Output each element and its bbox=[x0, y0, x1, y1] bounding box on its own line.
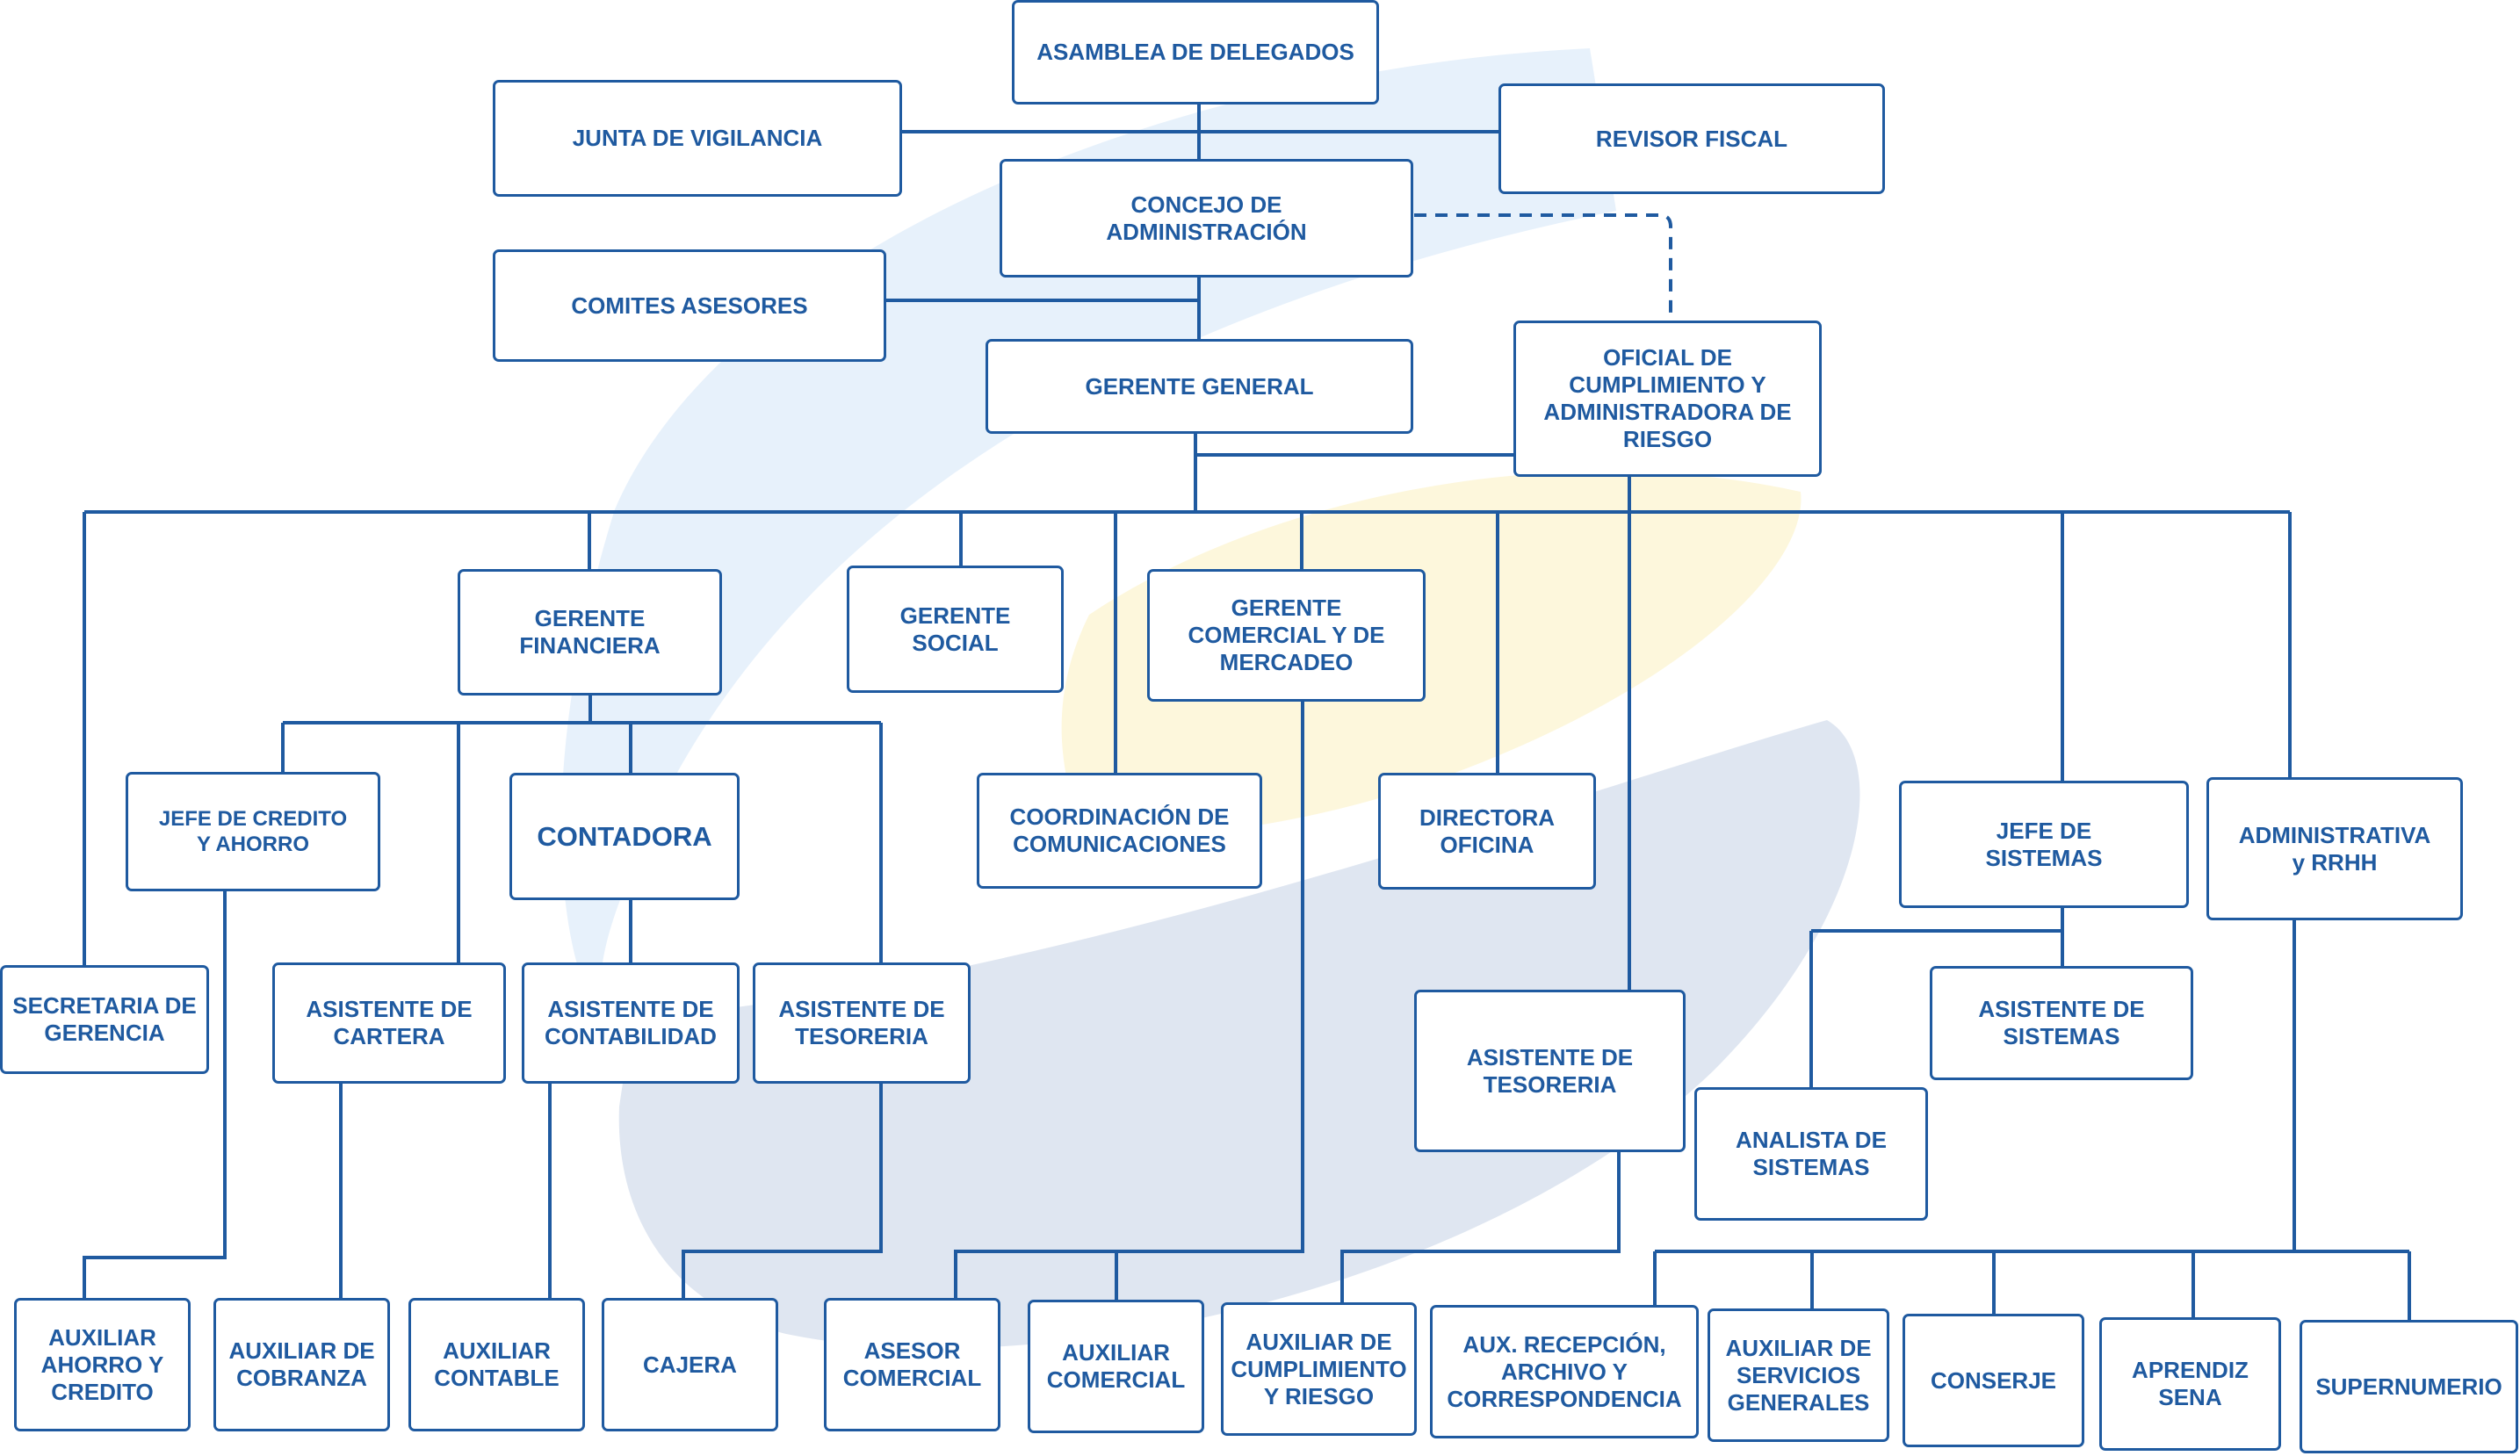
node-coordinacion-de-comunicaciones: COORDINACIÓN DE COMUNICACIONES bbox=[977, 773, 1262, 889]
node-asistente-de-cartera: ASISTENTE DE CARTERA bbox=[272, 962, 506, 1084]
node-auxiliar-de-servicios-generales: AUXILIAR DE SERVICIOS GENERALES bbox=[1708, 1308, 1889, 1442]
node-administrativa-y-rrhh: ADMINISTRATIVA y RRHH bbox=[2206, 777, 2463, 920]
node-jefe-de-credito: JEFE DE CREDITO Y AHORRO bbox=[126, 772, 380, 891]
node-auxiliar-de-cumplimiento: AUXILIAR DE CUMPLIMIENTO Y RIESGO bbox=[1221, 1302, 1417, 1436]
node-junta-de-vigilancia: JUNTA DE VIGILANCIA bbox=[493, 80, 902, 197]
node-revisor-fiscal: REVISOR FISCAL bbox=[1498, 83, 1885, 194]
node-aux-recepcion: AUX. RECEPCIÓN, ARCHIVO Y CORRESPONDENCI… bbox=[1430, 1305, 1699, 1438]
node-secretaria-de-gerencia: SECRETARIA DE GERENCIA bbox=[0, 965, 209, 1074]
node-analista-de-sistemas: ANALISTA DE SISTEMAS bbox=[1694, 1087, 1928, 1221]
node-gerente-comercial: GERENTE COMERCIAL Y DE MERCADEO bbox=[1147, 569, 1426, 702]
node-auxiliar-ahorro-y-credito: AUXILIAR AHORRO Y CREDITO bbox=[14, 1298, 191, 1431]
node-contadora: CONTADORA bbox=[509, 773, 740, 900]
node-supernumerio: SUPERNUMERIO bbox=[2300, 1320, 2518, 1453]
node-asamblea-de-delegados: ASAMBLEA DE DELEGADOS bbox=[1012, 0, 1379, 105]
node-gerente-general: GERENTE GENERAL bbox=[986, 339, 1413, 434]
node-cajera: CAJERA bbox=[602, 1298, 778, 1431]
node-auxiliar-comercial: AUXILIAR COMERCIAL bbox=[1028, 1300, 1204, 1433]
node-gerente-social: GERENTE SOCIAL bbox=[847, 566, 1064, 693]
node-gerente-financiera: GERENTE FINANCIERA bbox=[458, 569, 722, 696]
node-auxiliar-contable: AUXILIAR CONTABLE bbox=[408, 1298, 585, 1431]
node-oficial-de-cumplimiento: OFICIAL DE CUMPLIMIENTO Y ADMINISTRADORA… bbox=[1513, 321, 1822, 477]
node-conserje: CONSERJE bbox=[1903, 1314, 2084, 1447]
node-asistente-de-contabilidad: ASISTENTE DE CONTABILIDAD bbox=[522, 962, 740, 1084]
node-comites-asesores: COMITES ASESORES bbox=[493, 249, 886, 362]
node-auxiliar-de-cobranza: AUXILIAR DE COBRANZA bbox=[213, 1298, 390, 1431]
node-asesor-comercial: ASESOR COMERCIAL bbox=[824, 1298, 1000, 1431]
node-directora-oficina: DIRECTORA OFICINA bbox=[1378, 773, 1596, 890]
node-asistente-de-tesoreria-2: ASISTENTE DE TESORERIA bbox=[1414, 990, 1686, 1152]
node-asistente-de-tesoreria: ASISTENTE DE TESORERIA bbox=[753, 962, 971, 1084]
node-asistente-de-sistemas: ASISTENTE DE SISTEMAS bbox=[1930, 966, 2193, 1080]
node-jefe-de-sistemas: JEFE DE SISTEMAS bbox=[1899, 781, 2189, 908]
node-aprendiz-sena: APRENDIZ SENA bbox=[2099, 1317, 2281, 1451]
node-concejo-de-administracion: CONCEJO DE ADMINISTRACIÓN bbox=[1000, 159, 1413, 278]
